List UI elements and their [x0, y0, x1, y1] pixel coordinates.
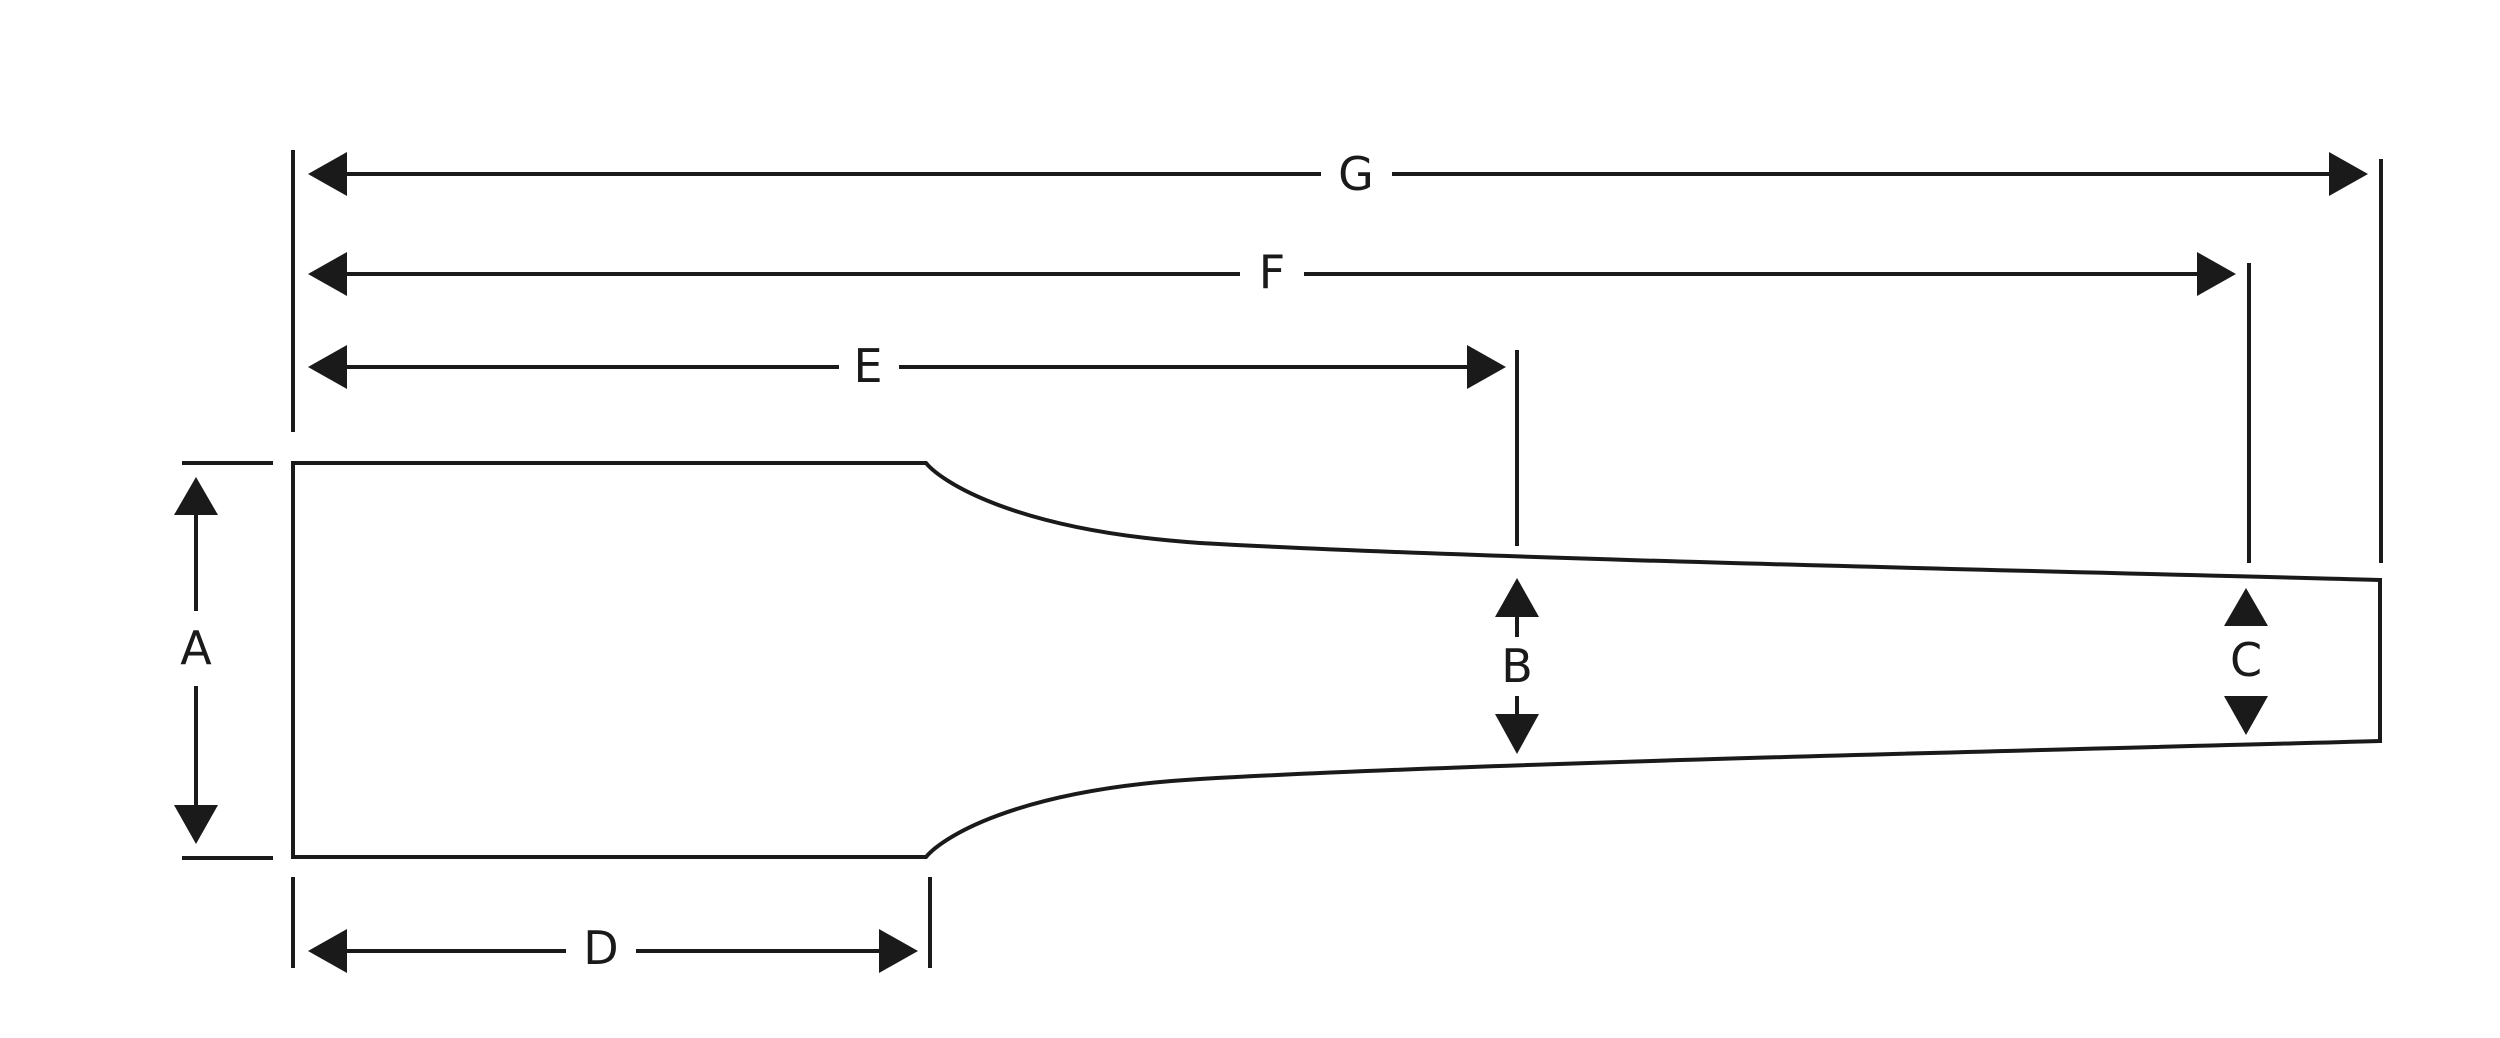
dimension-f: F — [308, 245, 2251, 563]
dimension-b-label: B — [1501, 639, 1533, 693]
dimension-a-arrow-down — [174, 805, 218, 844]
dimension-b-arrow-down — [1495, 714, 1539, 754]
dimension-f-arrow-left — [308, 252, 347, 296]
dimension-d-label: D — [583, 921, 618, 975]
dimension-c-arrow-down — [2224, 696, 2268, 735]
dimension-a-arrow-up — [174, 477, 218, 515]
dimension-d: D — [291, 877, 932, 975]
part-outline — [291, 461, 2382, 859]
dimension-b: B — [1495, 578, 1539, 754]
dimension-e-arrow-left — [308, 345, 347, 389]
dimension-c-label: C — [2230, 633, 2262, 687]
dimension-c: C — [2224, 588, 2268, 735]
dimension-g-arrow-left — [308, 152, 347, 196]
dimension-b-arrow-up — [1495, 578, 1539, 617]
dimension-g-label: G — [1338, 147, 1374, 201]
dimension-g-arrow-right — [2329, 152, 2368, 196]
dimension-e: E — [308, 339, 1519, 546]
dimension-d-arrow-right — [879, 929, 918, 973]
dimension-e-arrow-right — [1467, 345, 1506, 389]
dimension-f-label: F — [1259, 245, 1285, 299]
dimension-d-arrow-left — [308, 929, 347, 973]
dimension-f-arrow-right — [2197, 252, 2236, 296]
dimension-a-label: A — [180, 621, 212, 675]
dimension-a: A — [174, 461, 273, 860]
dimension-e-label: E — [853, 339, 882, 393]
dimension-g: G — [291, 147, 2383, 563]
dimension-c-arrow-up — [2224, 588, 2268, 626]
